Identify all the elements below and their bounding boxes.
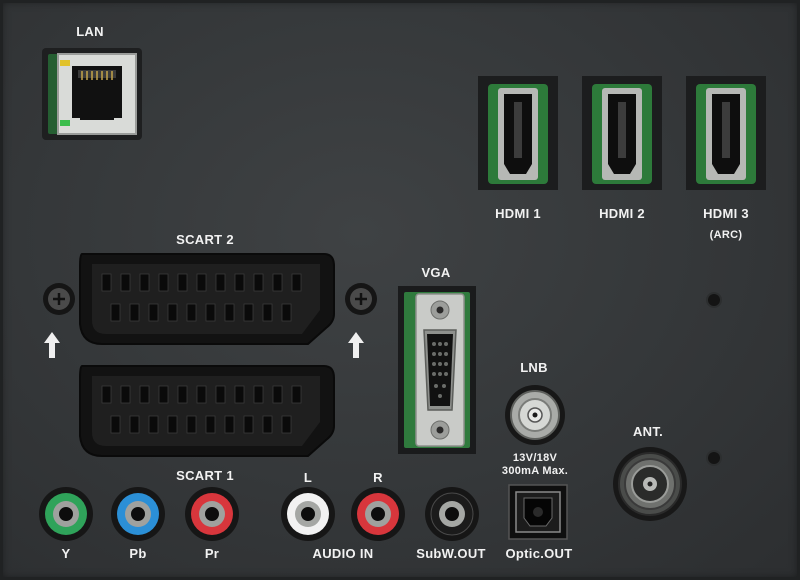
audio-r-jack[interactable] <box>350 486 406 542</box>
hdmi-port-icon <box>582 76 662 190</box>
hdmi-1-label: HDMI 1 <box>495 206 541 221</box>
rca-jack-icon <box>39 487 93 541</box>
vga-label: VGA <box>421 265 451 280</box>
lan-port[interactable] <box>42 48 142 140</box>
vga-port[interactable] <box>398 286 476 454</box>
hdmi-3-port[interactable] <box>686 76 766 190</box>
hdmi-port-icon <box>686 76 766 190</box>
pr-label: Pr <box>204 546 220 561</box>
vga-port-icon <box>398 286 476 454</box>
scart-1-port[interactable] <box>76 362 338 460</box>
up-arrow-right <box>348 332 364 358</box>
subwoofer-jack[interactable] <box>424 486 480 542</box>
pb-jack[interactable] <box>110 486 166 542</box>
screw-left <box>42 282 76 316</box>
audio-r-label: R <box>373 470 383 485</box>
mount-hole <box>708 294 720 306</box>
lnb-port[interactable] <box>504 384 566 446</box>
screw-icon <box>345 283 377 315</box>
scart-1-label: SCART 1 <box>176 468 234 483</box>
f-connector-icon <box>505 385 565 445</box>
screw-icon <box>43 283 75 315</box>
rj45-port-icon <box>42 48 142 140</box>
audio-in-label: AUDIO IN <box>312 546 374 561</box>
audio-l-jack[interactable] <box>280 486 336 542</box>
scart-port-icon <box>79 365 335 457</box>
lan-label: LAN <box>76 24 104 39</box>
lnb-spec-line2: 300mA Max. <box>501 465 569 477</box>
lnb-spec-line1: 13V/18V <box>512 452 558 464</box>
toslink-port-icon <box>508 484 568 540</box>
subw-out-label: SubW.OUT <box>416 546 486 561</box>
scart-port-icon <box>79 253 335 345</box>
up-arrow-left <box>44 332 60 358</box>
rca-jack-icon <box>281 487 335 541</box>
hdmi-2-port[interactable] <box>582 76 662 190</box>
rca-jack-icon <box>425 487 479 541</box>
rca-jack-icon <box>185 487 239 541</box>
scart-2-port[interactable] <box>76 250 338 348</box>
ant-label: ANT. <box>632 424 664 439</box>
optical-out-port[interactable] <box>508 484 568 540</box>
scart-2-label: SCART 2 <box>176 232 234 247</box>
y-jack[interactable] <box>38 486 94 542</box>
lnb-label: LNB <box>520 360 548 375</box>
hdmi-3-label: HDMI 3 <box>703 206 749 221</box>
rca-jack-icon <box>111 487 165 541</box>
pb-label: Pb <box>129 546 147 561</box>
audio-l-label: L <box>303 470 313 485</box>
arc-label: (ARC) <box>709 229 743 241</box>
mount-hole <box>708 452 720 464</box>
antenna-port[interactable] <box>612 446 688 522</box>
hdmi-1-port[interactable] <box>478 76 558 190</box>
optic-out-label: Optic.OUT <box>505 546 573 561</box>
pr-jack[interactable] <box>184 486 240 542</box>
up-arrow-icon <box>44 332 60 358</box>
screw-right <box>344 282 378 316</box>
hdmi-2-label: HDMI 2 <box>599 206 645 221</box>
up-arrow-icon <box>348 332 364 358</box>
y-label: Y <box>61 546 71 561</box>
rca-jack-icon <box>351 487 405 541</box>
coax-antenna-icon <box>613 447 687 521</box>
hdmi-port-icon <box>478 76 558 190</box>
